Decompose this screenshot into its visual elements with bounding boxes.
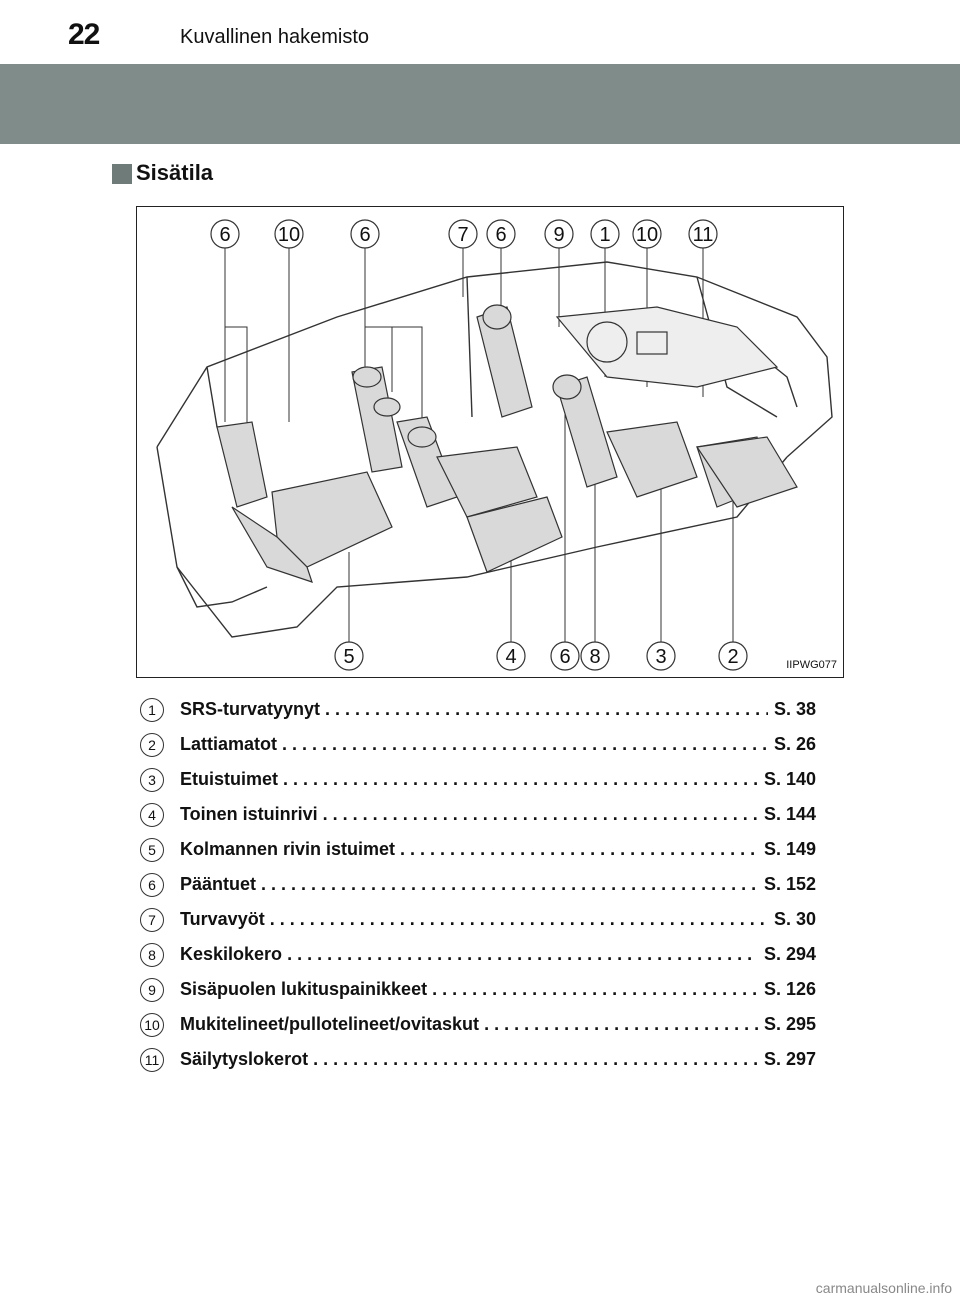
item-label: Mukitelineet/pullotelineet/ovitaskut [180,1014,758,1035]
top-callout-label: 6 [219,224,230,246]
top-callout-label: 11 [693,224,714,246]
item-number-badge: 11 [140,1047,164,1072]
third-row-seats [216,421,393,583]
bottom-callout-label: 2 [727,646,738,668]
top-callout-label: 6 [359,224,370,246]
item-label: Sisäpuolen lukituspainikkeet [180,979,758,1000]
item-number-badge: 9 [140,977,164,1002]
item-number-badge: 5 [140,837,164,862]
list-item: 11 Säilytyslokerot S. 297 [140,1042,816,1077]
top-callout-label: 10 [278,224,300,246]
index-list: 1 SRS-turvatyynyt S. 38 2 Lattiamatot S.… [140,692,816,1077]
list-item: 8 Keskilokero S. 294 [140,937,816,972]
item-label: Kolmannen rivin istuimet [180,839,758,860]
item-page-ref: S. 30 [767,909,816,930]
section-title: Kuvallinen hakemisto [180,26,369,48]
item-page-ref: S. 295 [757,1014,816,1035]
figure-code: IIPWG077 [786,659,837,671]
floor-mat [695,436,798,508]
subhead-square-icon [112,164,132,184]
top-callout-label: 7 [457,224,468,246]
list-item: 6 Pääntuet S. 152 [140,867,816,902]
item-label: Pääntuet [180,874,758,895]
item-number-badge: 10 [140,1012,164,1037]
second-row-seats [351,366,563,573]
list-item: 2 Lattiamatot S. 26 [140,727,816,762]
item-number-badge: 6 [140,872,164,897]
item-number-badge: 1 [140,697,164,722]
page-number: 22 [68,18,100,51]
top-callout-label: 1 [599,224,610,246]
list-item: 1 SRS-turvatyynyt S. 38 [140,692,816,727]
item-number-badge: 2 [140,732,164,757]
item-label: Toinen istuinrivi [180,804,758,825]
dashboard [555,306,779,388]
list-item: 3 Etuistuimet S. 140 [140,762,816,797]
list-item: 5 Kolmannen rivin istuimet S. 149 [140,832,816,867]
top-callout-label: 9 [553,224,564,246]
list-item: 9 Sisäpuolen lukituspainikkeet S. 126 [140,972,816,1007]
item-number-badge: 4 [140,802,164,827]
bottom-callout-label: 5 [343,646,354,668]
bottom-callout-label: 4 [505,646,516,668]
list-item: 7 Turvavyöt S. 30 [140,902,816,937]
watermark: carmanualsonline.info [815,1280,952,1296]
list-item: 10 Mukitelineet/pullotelineet/ovitaskut … [140,1007,816,1042]
item-page-ref: S. 294 [757,944,816,965]
item-page-ref: S. 140 [757,769,816,790]
item-page-ref: S. 126 [757,979,816,1000]
item-page-ref: S. 297 [757,1049,816,1070]
item-label: Etuistuimet [180,769,758,790]
top-callout-label: 6 [495,224,506,246]
item-label: Säilytyslokerot [180,1049,758,1070]
bottom-callout-label: 8 [589,646,600,668]
item-number-badge: 7 [140,907,164,932]
item-label: Turvavyöt [180,909,768,930]
item-page-ref: S. 38 [767,699,816,720]
item-page-ref: S. 152 [757,874,816,895]
item-label: Lattiamatot [180,734,768,755]
page-header: 22 Kuvallinen hakemisto [0,0,960,60]
interior-figure: 6 10 6 7 6 9 1 10 11 5 4 6 8 3 2 IIPWG07… [136,206,844,678]
bottom-callout-label: 6 [559,646,570,668]
interior-illustration: 6 10 6 7 6 9 1 10 11 5 4 6 8 3 2 [156,219,833,671]
item-number-badge: 8 [140,942,164,967]
bottom-callouts [334,641,748,671]
subhead: Sisätila [112,160,213,186]
top-callout-label: 10 [636,224,658,246]
item-page-ref: S. 144 [757,804,816,825]
bottom-callout-label: 3 [655,646,666,668]
item-label: SRS-turvatyynyt [180,699,768,720]
item-number-badge: 3 [140,767,164,792]
header-band [0,64,960,144]
subhead-title: Sisätila [136,160,214,185]
item-label: Keskilokero [180,944,758,965]
item-page-ref: S. 26 [767,734,816,755]
item-page-ref: S. 149 [757,839,816,860]
list-item: 4 Toinen istuinrivi S. 144 [140,797,816,832]
